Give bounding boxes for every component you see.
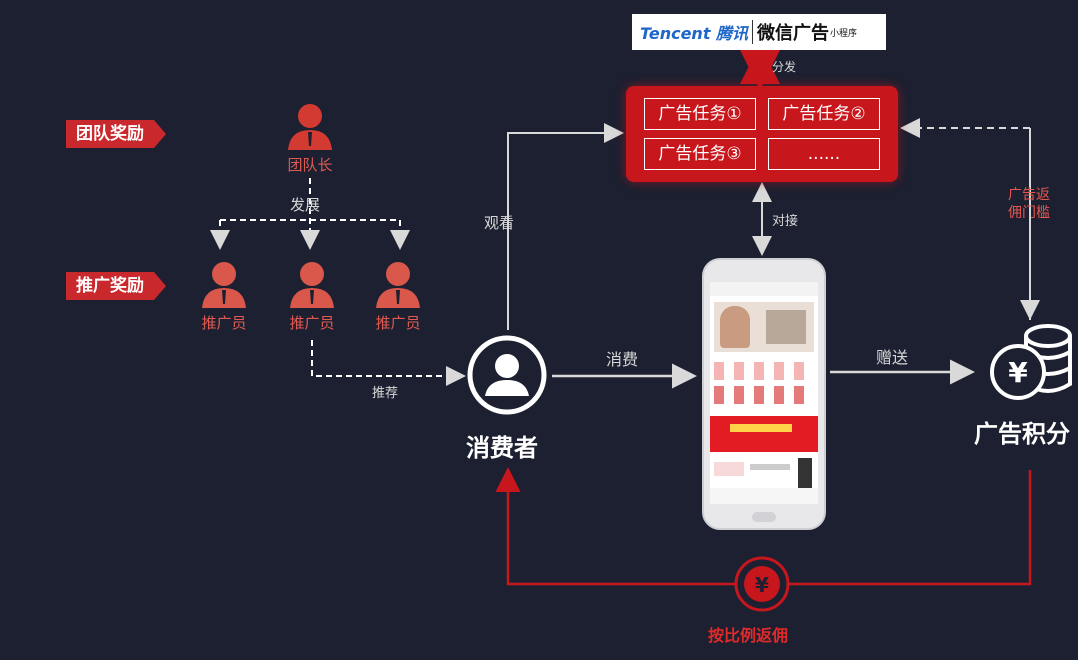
split-label: 分发 [772,60,797,74]
refund-label: 按比例返佣 [708,626,789,645]
promoter-3-person-icon [376,262,420,308]
coin-stack-icon: ¥ [990,324,1072,400]
ad-task-more: ...... [768,138,880,170]
ad-task-3: 广告任务③ [644,138,756,170]
consume-label: 消费 [606,350,639,369]
tencent-logo-text: Tencent 腾讯 [640,24,749,43]
recommend-label: 推荐 [372,386,399,401]
promoter-2-person-icon [290,262,334,308]
watch-label: 观看 [484,214,515,232]
consumer-label: 消费者 [466,434,538,462]
consumer-user-icon [467,335,547,415]
promo-reward-tag: 推广奖励 [66,272,166,300]
promoter-3-label: 推广员 [375,314,421,332]
match-label: 对接 [772,214,799,229]
mini-program-phone [702,258,826,530]
banner-separator [752,20,754,44]
promoter-1-person-icon [202,262,246,308]
gift-label: 赠送 [876,348,909,367]
team-reward-tag: 团队奖励 [66,120,166,148]
team-leader-person-icon [288,104,332,150]
phone-screen [710,282,818,504]
ad-task-1: 广告任务① [644,98,756,130]
team-leader-label: 团队长 [287,156,333,174]
ad-points-label: 广告积分 [974,420,1070,448]
coin-yen-symbol: ¥ [1008,356,1028,389]
refund-yen-symbol: ¥ [755,573,769,597]
ad-task-panel: 广告任务① 广告任务② 广告任务③ ...... [626,86,898,182]
mini-program-text: 小程序 [830,28,858,39]
threshold-label: 广告返佣门槛 [1008,187,1050,221]
tencent-wechat-ads-banner: Tencent 腾讯 微信广告 小程序 [632,14,886,50]
ad-task-2: 广告任务② [768,98,880,130]
promoter-1-label: 推广员 [201,314,247,332]
wechat-ads-text: 微信广告 [757,23,830,44]
refund-coin-icon: ¥ [734,556,790,612]
promoter-2-label: 推广员 [289,314,335,332]
develop-label: 发展 [290,196,321,214]
